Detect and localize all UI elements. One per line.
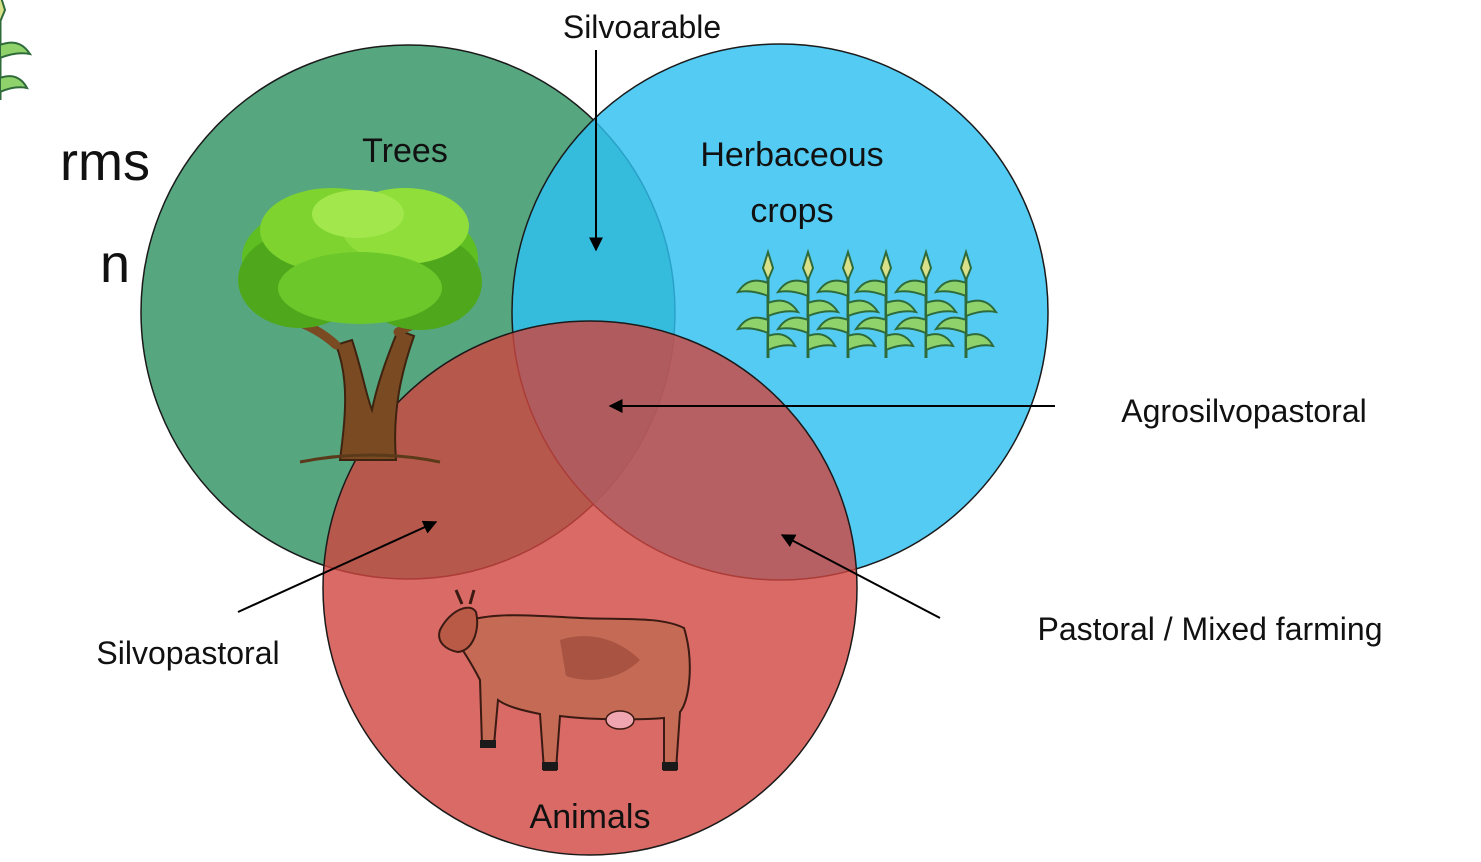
silvopastoral-label: Silvopastoral (96, 635, 279, 671)
slide-text-fragment-1: rms (60, 132, 150, 192)
animals-circle (323, 321, 857, 855)
animals-label: Animals (530, 798, 651, 836)
herbaceous-crops-label-line-2: crops (750, 192, 833, 230)
trees-label: Trees (362, 132, 448, 170)
agrosilvopastoral-label: Agrosilvopastoral (1121, 393, 1366, 429)
pastoral-mixed-farming-label: Pastoral / Mixed farming (1037, 611, 1382, 647)
slide-text-fragment-2: n (100, 234, 130, 294)
herbaceous-crops-label-line-1: Herbaceous (700, 136, 883, 174)
venn-circles (141, 44, 1048, 855)
silvoarable-label: Silvoarable (563, 9, 721, 45)
